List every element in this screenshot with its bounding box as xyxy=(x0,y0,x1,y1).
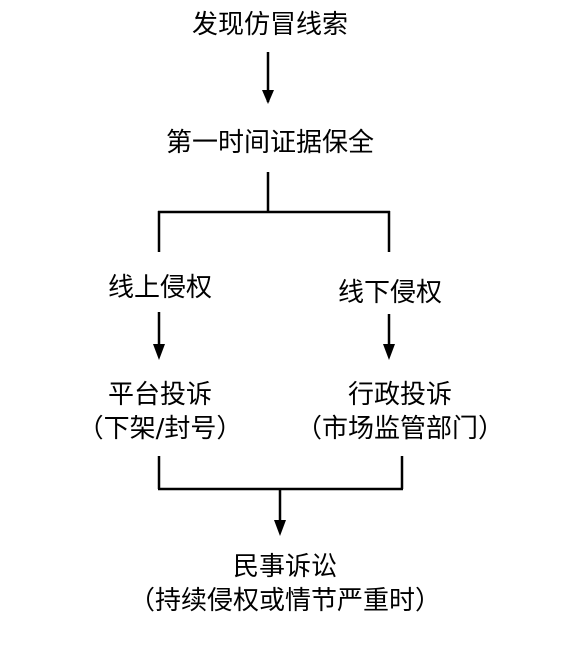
node-admin-title: 行政投诉 xyxy=(347,380,452,410)
node-discover-label: 发现仿冒线索 xyxy=(191,10,348,40)
node-admin-note: （市场监管部门） xyxy=(295,414,504,444)
node-platform-title: 平台投诉 xyxy=(107,380,212,410)
node-administrative-complaint: 行政投诉 （市场监管部门） xyxy=(275,378,525,446)
node-online-infringement: 线上侵权 xyxy=(65,271,255,305)
arrowhead-merge-to-civil xyxy=(274,520,286,536)
node-civil-title: 民事诉讼 xyxy=(232,552,337,582)
node-offline-infringement: 线下侵权 xyxy=(295,276,485,310)
arrowhead-discover-to-evidence xyxy=(262,90,274,104)
node-evidence-preservation: 第一时间证据保全 xyxy=(115,126,425,160)
arrowhead-online-to-platform xyxy=(153,344,165,360)
node-online-label: 线上侵权 xyxy=(107,273,212,303)
node-discover-counterfeit-lead: 发现仿冒线索 xyxy=(130,8,410,42)
arrowhead-offline-to-admin xyxy=(383,344,395,360)
node-offline-label: 线下侵权 xyxy=(337,278,442,308)
node-evidence-label: 第一时间证据保全 xyxy=(165,128,374,158)
node-platform-note: （下架/封号） xyxy=(77,414,243,444)
node-platform-complaint: 平台投诉 （下架/封号） xyxy=(45,378,275,446)
node-civil-note: （持续侵权或情节严重时） xyxy=(128,586,441,616)
node-civil-litigation: 民事诉讼 （持续侵权或情节严重时） xyxy=(95,550,475,618)
